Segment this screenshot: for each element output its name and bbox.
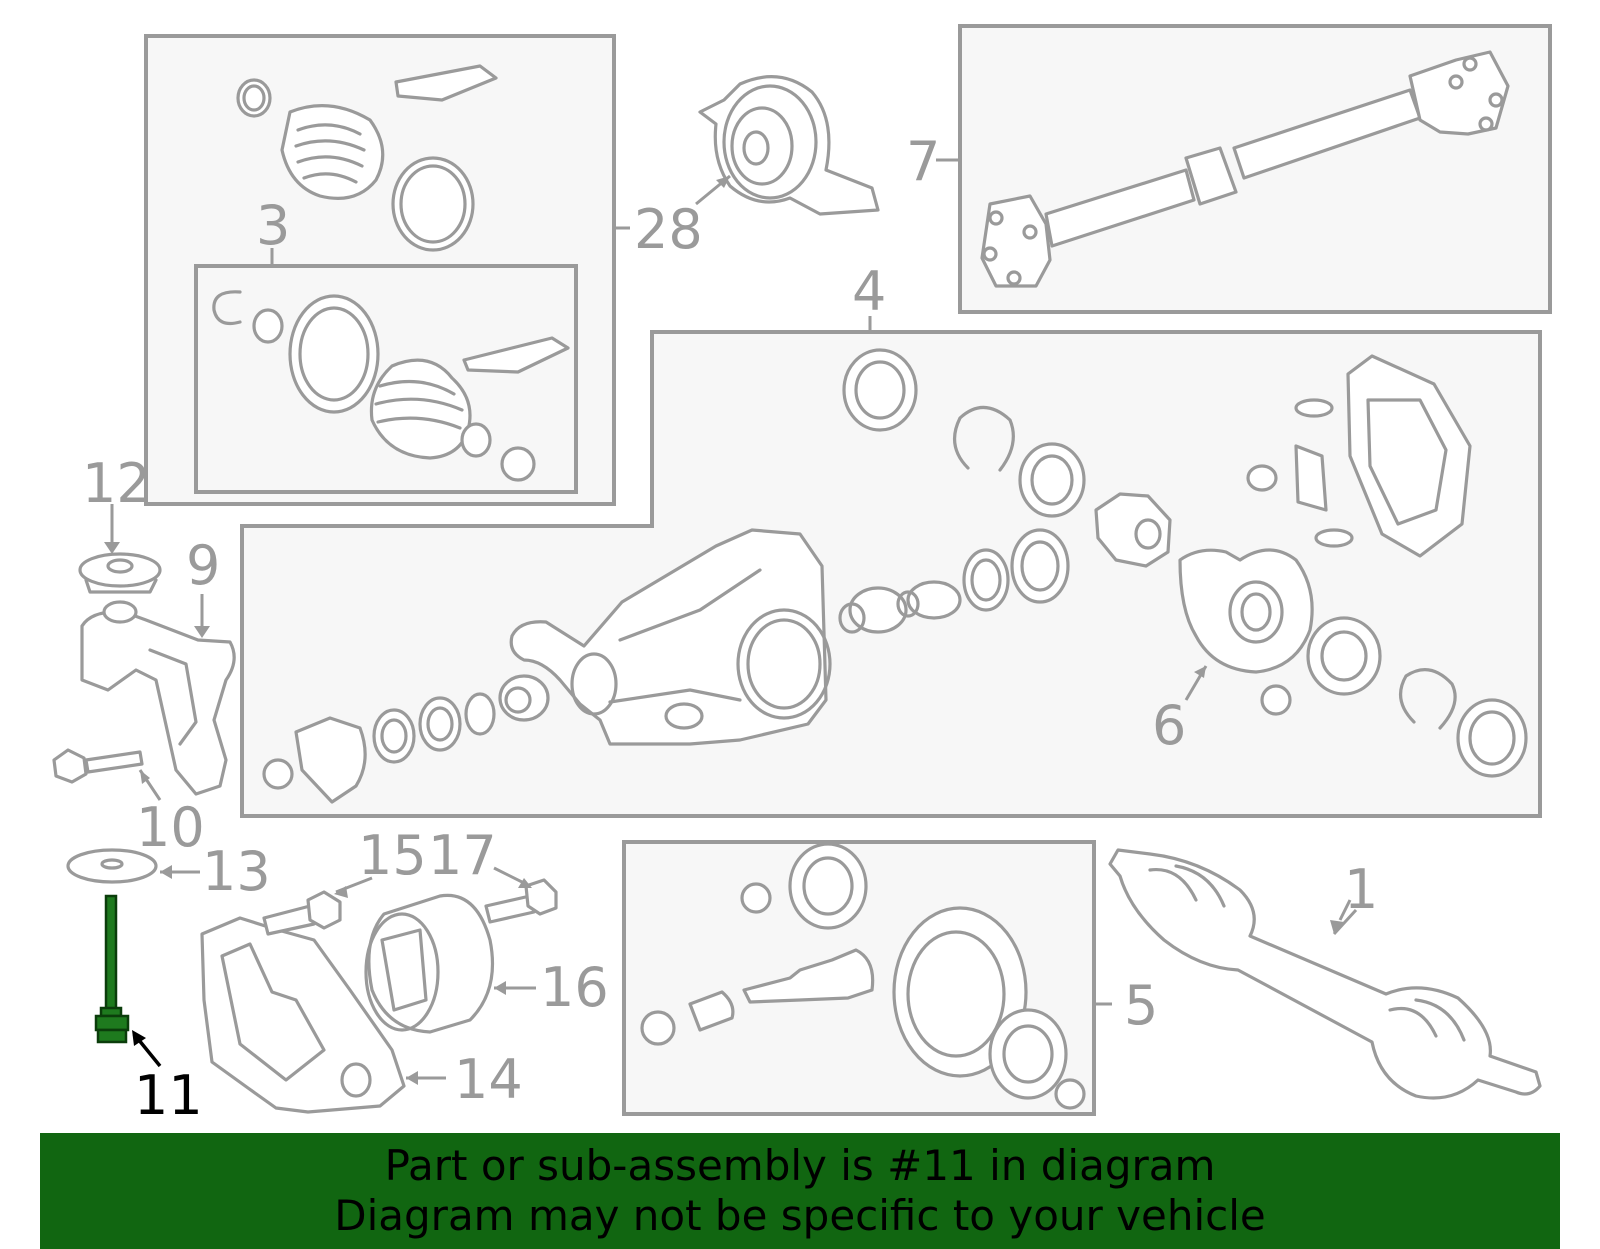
callout-1: 1 xyxy=(1344,858,1378,921)
part-16-bushing xyxy=(364,893,536,1034)
part-1-axle-shaft xyxy=(1108,848,1542,1100)
callout-16: 16 xyxy=(540,956,609,1019)
callout-3: 3 xyxy=(256,194,290,257)
group-box-4: 4 xyxy=(240,260,1542,818)
callout-13: 13 xyxy=(202,840,271,903)
part-center-support-bearing xyxy=(695,75,880,216)
callout-11: 11 xyxy=(134,1064,203,1127)
callout-17: 17 xyxy=(428,824,497,887)
part-left-bearing-seal-set xyxy=(262,674,550,804)
part-9-differential-mount-bracket xyxy=(80,600,236,796)
callout-28: 28 xyxy=(634,198,703,261)
callout-10: 10 xyxy=(136,796,205,859)
group-box-7: 7 xyxy=(906,24,1552,314)
part-12-mount-cushion xyxy=(78,504,162,594)
part-3-inner-boot-kit xyxy=(212,290,570,482)
part-17-bolt xyxy=(484,866,558,924)
part-10-bolt xyxy=(52,748,162,801)
callout-5: 5 xyxy=(1124,974,1158,1037)
part-7-drive-shaft xyxy=(980,50,1510,288)
banner-line-1: Part or sub-assembly is #11 in diagram xyxy=(384,1141,1216,1190)
part-6-differential-carrier xyxy=(1178,548,1528,778)
banner-line-2: Diagram may not be specific to your vehi… xyxy=(334,1191,1266,1240)
callout-14: 14 xyxy=(454,1048,523,1111)
group-box-28: 3 28 xyxy=(144,34,703,506)
part-pinion-bearings-seals xyxy=(838,348,1172,634)
group-box-5: 5 xyxy=(622,840,1158,1116)
part-5-ring-pinion-set xyxy=(640,842,1086,1110)
callout-15: 15 xyxy=(358,824,427,887)
callout-6: 6 xyxy=(1152,694,1186,757)
part-cv-boot-kit xyxy=(236,64,498,252)
info-banner: Part or sub-assembly is #11 in diagram D… xyxy=(40,1133,1560,1249)
callout-12: 12 xyxy=(82,452,151,515)
part-13-washer xyxy=(66,848,200,884)
callout-4: 4 xyxy=(852,260,886,323)
part-15-bolt xyxy=(262,876,373,936)
callout-7: 7 xyxy=(906,130,940,193)
part-14-mount-bracket xyxy=(200,916,446,1114)
part-differential-housing xyxy=(509,528,832,746)
part-differential-cover xyxy=(1246,354,1472,558)
callout-9: 9 xyxy=(186,534,220,597)
part-11-mount-bolt-highlighted[interactable] xyxy=(94,894,162,1068)
